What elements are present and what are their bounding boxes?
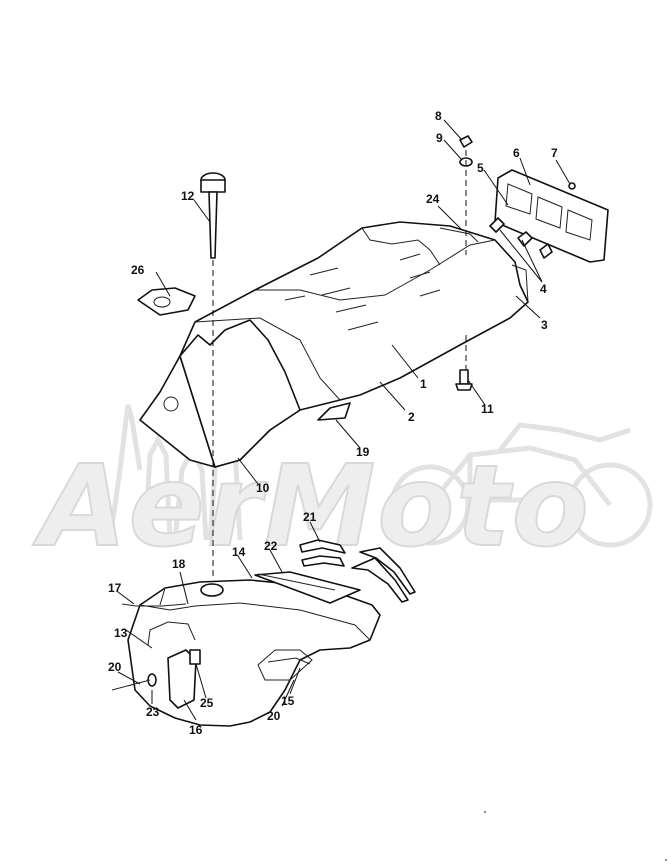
callout-20-right: 20 xyxy=(267,709,281,723)
callout-15: 15 xyxy=(281,694,295,708)
callout-9: 9 xyxy=(436,131,443,145)
tank-neck xyxy=(200,583,224,597)
fuel-cap xyxy=(200,172,226,259)
watermark-motorcycle-icon xyxy=(389,422,653,548)
gasket-plate xyxy=(494,169,609,263)
callout-6: 6 xyxy=(513,146,520,160)
callout-3: 3 xyxy=(541,318,548,332)
hose-20b xyxy=(267,657,311,665)
callout-13: 13 xyxy=(114,626,128,640)
tank-pad xyxy=(254,571,361,604)
callout-11: 11 xyxy=(481,402,494,416)
callout-4: 4 xyxy=(540,282,547,296)
seat-rib xyxy=(439,227,479,243)
valve-knob xyxy=(189,649,201,665)
callout-10: 10 xyxy=(256,481,270,495)
callout-24: 24 xyxy=(426,192,440,206)
callout-26: 26 xyxy=(131,263,145,277)
stray-mark xyxy=(484,811,486,813)
seat-hole xyxy=(163,396,179,412)
callout-14: 14 xyxy=(232,545,246,559)
callout-19: 19 xyxy=(356,445,370,459)
stray-mark xyxy=(665,859,667,861)
seat-hook xyxy=(317,402,351,421)
callout-18: 18 xyxy=(172,557,186,571)
callout-1: 1 xyxy=(420,377,427,391)
callout-7: 7 xyxy=(551,146,558,160)
seat-side-panel xyxy=(179,319,301,468)
leader-lines xyxy=(117,119,571,721)
callout-22: 22 xyxy=(264,539,278,553)
callout-25: 25 xyxy=(200,696,214,710)
hose-20a xyxy=(111,679,151,691)
hose-17 xyxy=(121,603,187,607)
callout-17: 17 xyxy=(108,581,122,595)
bolt xyxy=(455,369,473,391)
callout-12: 12 xyxy=(181,189,195,203)
fuel-valve xyxy=(167,649,197,709)
straps xyxy=(299,539,416,603)
callout-21: 21 xyxy=(303,510,317,524)
callout-23: 23 xyxy=(146,705,160,719)
watermark-castle-icon xyxy=(107,390,243,541)
watermark-text: AerMoto xyxy=(32,442,591,572)
callout-16: 16 xyxy=(189,723,203,737)
seat-assembly xyxy=(139,221,529,468)
callout-20-left: 20 xyxy=(108,660,122,674)
screws xyxy=(489,182,576,259)
callouts: 1 2 3 4 5 6 7 8 9 10 11 12 13 14 15 16 1… xyxy=(108,109,558,737)
callout-2: 2 xyxy=(408,410,415,424)
callout-8: 8 xyxy=(435,109,442,123)
fuel-tank xyxy=(127,571,381,727)
cap-gasket xyxy=(137,287,196,316)
callout-5: 5 xyxy=(477,161,484,175)
